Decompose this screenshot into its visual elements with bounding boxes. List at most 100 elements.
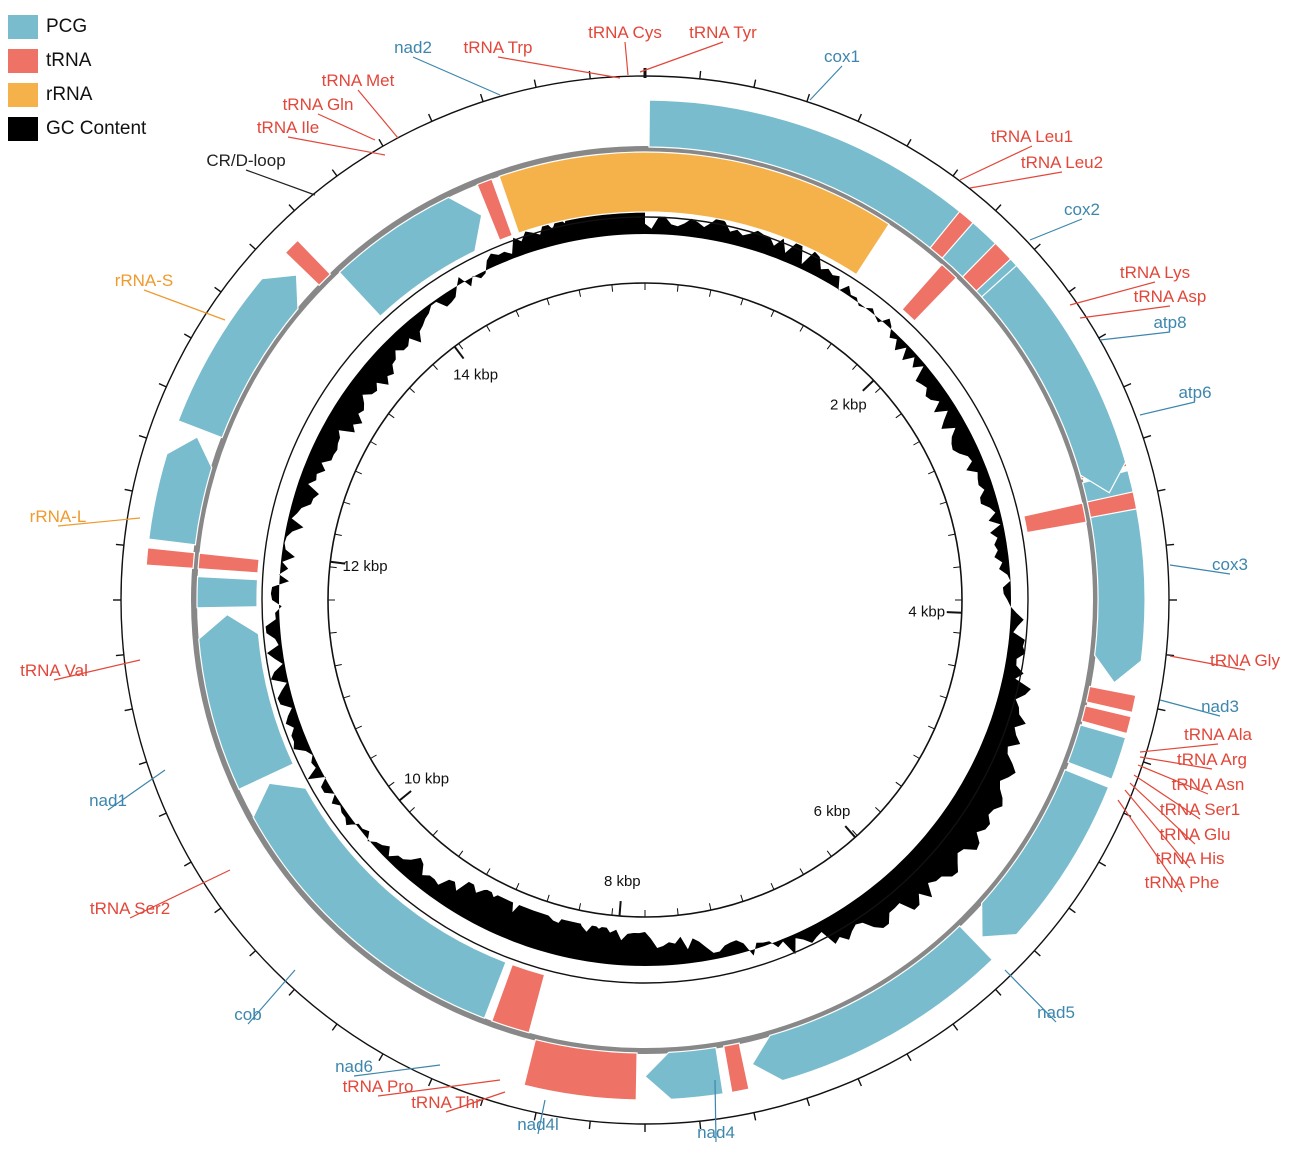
outer-tick [1099,862,1106,866]
gene-label-trna-gly: tRNA Gly [1210,651,1280,670]
gene-label-atp6: atp6 [1178,383,1211,402]
outer-tick [379,139,383,146]
outer-tick [1034,244,1040,249]
gene-label-cob: cob [234,1005,261,1024]
gene-label-trna-lys: tRNA Lys [1120,263,1190,282]
gene-label-trna-met: tRNA Met [322,71,395,90]
gene-label-nad1: nad1 [89,791,127,810]
outer-tick [858,1079,861,1086]
kbp-label: 8 kbp [604,873,641,890]
gene-arc-trna-gly [724,1043,749,1092]
leader-cox2 [1030,219,1082,240]
outer-tick [429,114,432,121]
leader-trna-tyr [640,42,723,72]
legend-swatch [8,15,38,39]
leader-atp6 [1140,402,1195,415]
legend-swatch [8,83,38,107]
outer-tick [116,655,124,656]
outer-tick [953,1024,958,1030]
gene-label-cox2: cox2 [1064,200,1100,219]
outer-tick [858,114,861,121]
outer-tick [332,170,337,176]
outer-tick [215,908,221,913]
outer-tick [1034,951,1040,956]
gene-label-trna-glu: tRNA Glu [1160,825,1231,844]
gene-label-trna-leu2: tRNA Leu2 [1021,153,1103,172]
outer-tick [125,709,133,711]
outer-tick [754,80,756,88]
gene-label-trna-ala: tRNA Ala [1184,725,1253,744]
outer-tick [953,170,958,176]
outer-tick [159,384,166,387]
legend-label: PCG [46,16,87,38]
leader-nad2 [413,57,500,95]
gene-label-trna-arg: tRNA Arg [1177,750,1247,769]
gene-label-trna-ser1: tRNA Ser1 [1160,800,1240,819]
leader-trna-met [358,90,398,138]
outer-tick [1069,287,1075,292]
outer-tick [429,1079,432,1086]
gene-label-rrna-l: rRNA-L [30,507,87,526]
gene-label-trna-his: tRNA His [1156,849,1225,868]
gene-label-trna-tyr: tRNA Tyr [689,23,757,42]
outer-tick [159,813,166,816]
kbp-label: 6 kbp [814,803,851,820]
leader-trna-cys [625,42,628,75]
outer-tick [1158,489,1166,491]
legend-item-pcg: PCG [8,10,146,44]
legend-item-rrna: rRNA [8,78,146,112]
outer-tick [184,334,191,338]
gene-label-trna-leu1: tRNA Leu1 [991,127,1073,146]
gene-arc-trna-thr [146,548,194,569]
leader-cox1 [810,66,842,100]
gene-label-cox1: cox1 [824,47,860,66]
gene-arc-cox3 [752,926,992,1081]
outer-tick [1143,762,1151,764]
gene-label-nad4: nad4 [697,1123,735,1142]
gene-arc-cob [178,275,298,438]
kbp-label: 10 kbp [404,770,449,787]
gene-label-trna-ser2: tRNA Ser2 [90,899,170,918]
kbp-label: 14 kbp [453,367,498,384]
legend-label: tRNA [46,50,91,72]
gene-label-nad4l: nad4l [517,1115,559,1134]
outer-tick [184,862,191,866]
legend: PCG tRNA rRNA GC Content [8,10,146,146]
gene-arc-nad2 [982,265,1126,492]
outer-tick [481,94,483,102]
outer-tick [139,762,147,764]
gene-label-nad2: nad2 [394,38,432,57]
legend-swatch [8,117,38,141]
gene-label-trna-gln: tRNA Gln [283,95,354,114]
gene-label-trna-phe: tRNA Phe [1145,873,1220,892]
gene-label-trna-trp: tRNA Trp [464,38,533,57]
outer-tick [1069,908,1075,913]
leader-trna-gln [318,114,375,140]
kbp-label: 2 kbp [830,397,867,414]
leader-rrna-s [144,290,225,320]
leader-trna-leu2 [970,172,1062,188]
outer-tick [534,80,536,88]
outer-tick [996,205,1001,211]
gene-arc-nad3 [645,1047,723,1099]
legend-label: rRNA [46,84,92,106]
outer-tick [1124,384,1131,387]
gene-arc-trna-cys [1024,503,1086,533]
outer-tick [250,951,256,956]
gene-label-trna-pro: tRNA Pro [343,1077,414,1096]
gene-label-rrna-s: rRNA-S [115,271,174,290]
outer-tick [754,1113,756,1121]
gene-label-trna-val: tRNA Val [20,661,88,680]
gene-label-cox3: cox3 [1212,555,1248,574]
gene-arc-trna-pro [198,553,259,573]
legend-item-gc-content: GC Content [8,112,146,146]
gene-arc-trna-gln [902,264,956,320]
leader-cr-d-loop [246,170,315,195]
gene-label-trna-thr: tRNA Thr [411,1093,481,1112]
outer-tick [907,1054,911,1061]
outer-tick [1166,544,1174,545]
gene-label-nad6: nad6 [335,1057,373,1076]
gene-label-trna-ile: tRNA Ile [257,118,319,137]
outer-tick [1158,709,1166,711]
outer-tick [589,1121,590,1129]
